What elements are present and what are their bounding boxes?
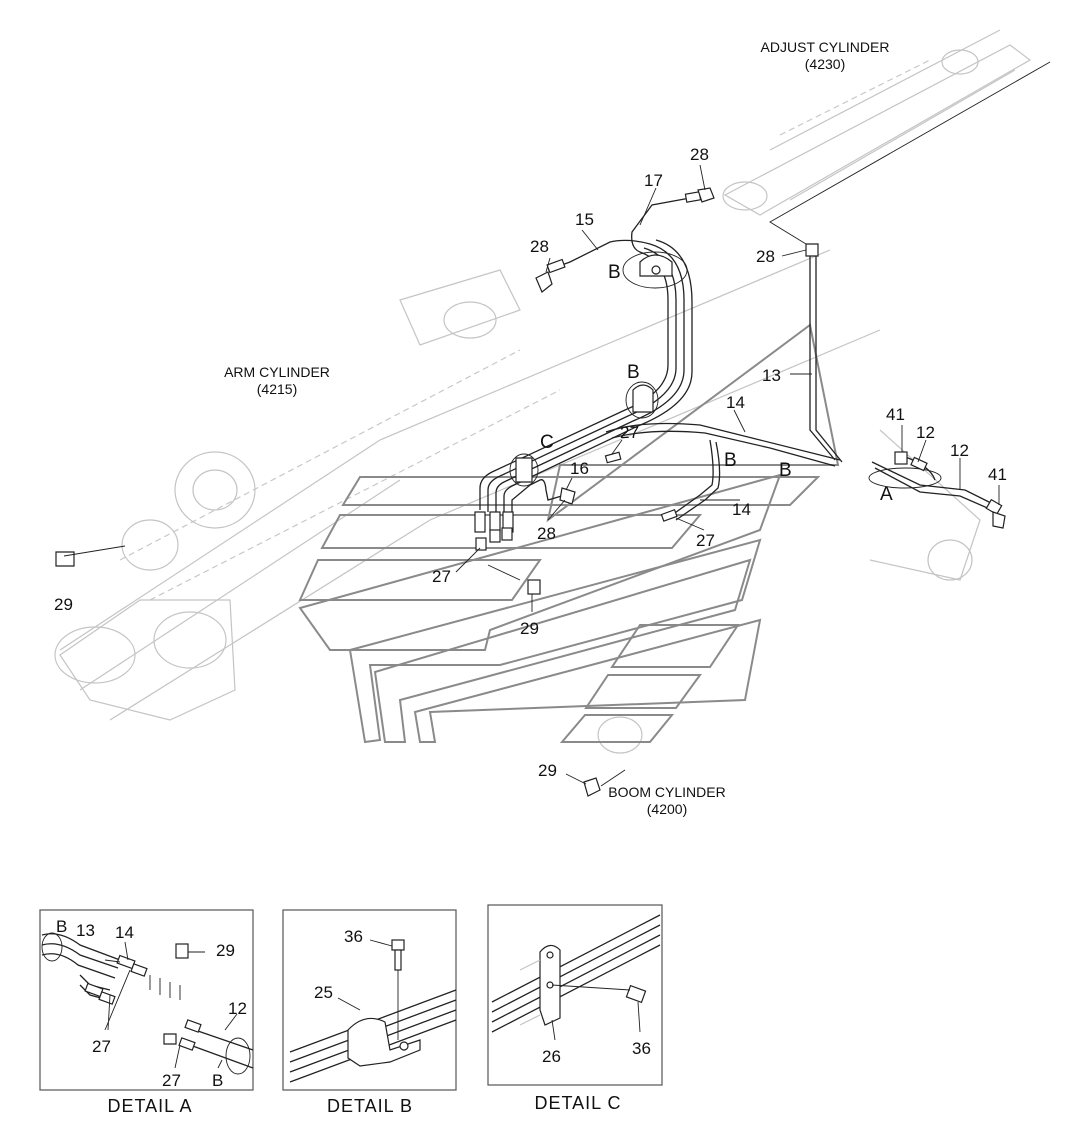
letter-markers: B B B B C A xyxy=(540,262,893,505)
marker-c: C xyxy=(540,432,554,453)
callout-14a: 14 xyxy=(726,393,745,412)
callout-27c: 27 xyxy=(432,567,451,586)
callout-41b: 41 xyxy=(988,465,1007,484)
adjust-cylinder-code: (4230) xyxy=(805,56,845,72)
callout-29c: 29 xyxy=(538,761,557,780)
boom-cylinder-code: (4200) xyxy=(647,801,687,817)
callout-27b: 27 xyxy=(696,531,715,550)
detail-a-b-top: B xyxy=(56,917,67,936)
detail-b-25: 25 xyxy=(314,983,333,1002)
clamp-upper xyxy=(622,251,688,289)
detail-a-14: 14 xyxy=(115,923,134,942)
callout-12a: 12 xyxy=(916,423,935,442)
callout-29a: 29 xyxy=(54,595,73,614)
detail-a-27a: 27 xyxy=(92,1037,111,1056)
callout-28d: 28 xyxy=(537,524,556,543)
callout-15: 15 xyxy=(575,210,594,229)
callout-41a: 41 xyxy=(886,405,905,424)
detail-c: 26 36 DETAIL C xyxy=(487,904,663,1113)
marker-b-middle: B xyxy=(627,362,640,383)
detail-b-36: 36 xyxy=(344,927,363,946)
marker-b-right1: B xyxy=(724,450,737,471)
fittings xyxy=(55,187,1006,797)
detail-a-13: 13 xyxy=(76,921,95,940)
callout-16: 16 xyxy=(570,459,589,478)
marker-b-right2: B xyxy=(779,460,792,481)
callout-numbers: 28 17 15 28 28 13 14 41 12 12 41 27 16 1… xyxy=(54,145,1007,780)
detail-a-b-bottom: B xyxy=(212,1071,223,1090)
detail-b: 36 25 DETAIL B xyxy=(282,909,457,1116)
callout-13: 13 xyxy=(762,366,781,385)
callout-28c: 28 xyxy=(756,247,775,266)
callout-14b: 14 xyxy=(732,500,751,519)
hose-bundle xyxy=(479,197,996,521)
detail-a: B 13 14 29 12 27 27 B DETAIL A xyxy=(39,909,254,1116)
detail-c-36: 36 xyxy=(632,1039,651,1058)
clamp-a-outline xyxy=(868,467,942,489)
leader-lines xyxy=(63,61,1051,787)
boom-frame xyxy=(298,323,840,744)
callout-29b: 29 xyxy=(520,619,539,638)
detail-a-29: 29 xyxy=(216,941,235,960)
marker-b-upper: B xyxy=(608,262,621,283)
detail-c-26: 26 xyxy=(542,1047,561,1066)
arm-cylinder-label: ARM CYLINDER xyxy=(224,364,330,380)
detail-c-title: DETAIL C xyxy=(534,1093,621,1113)
callout-28a: 28 xyxy=(690,145,709,164)
clamp-c xyxy=(509,453,539,487)
detail-a-27b: 27 xyxy=(162,1071,181,1090)
boom-ghost xyxy=(54,249,981,754)
callout-27a: 27 xyxy=(620,423,639,442)
component-labels: ADJUST CYLINDER (4230) ARM CYLINDER (421… xyxy=(224,39,889,817)
callout-28b: 28 xyxy=(530,237,549,256)
detail-a-12: 12 xyxy=(228,999,247,1018)
boom-cylinder-label: BOOM CYLINDER xyxy=(608,784,725,800)
detail-b-title: DETAIL B xyxy=(327,1096,413,1116)
clamp-middle xyxy=(625,381,659,419)
callout-17: 17 xyxy=(644,171,663,190)
marker-a: A xyxy=(880,484,893,505)
detail-a-title: DETAIL A xyxy=(107,1096,192,1116)
arm-cylinder-code: (4215) xyxy=(257,381,297,397)
adjust-cylinder-ghost xyxy=(722,29,1032,216)
adjust-cylinder-label: ADJUST CYLINDER xyxy=(761,39,890,55)
callout-12b: 12 xyxy=(950,441,969,460)
